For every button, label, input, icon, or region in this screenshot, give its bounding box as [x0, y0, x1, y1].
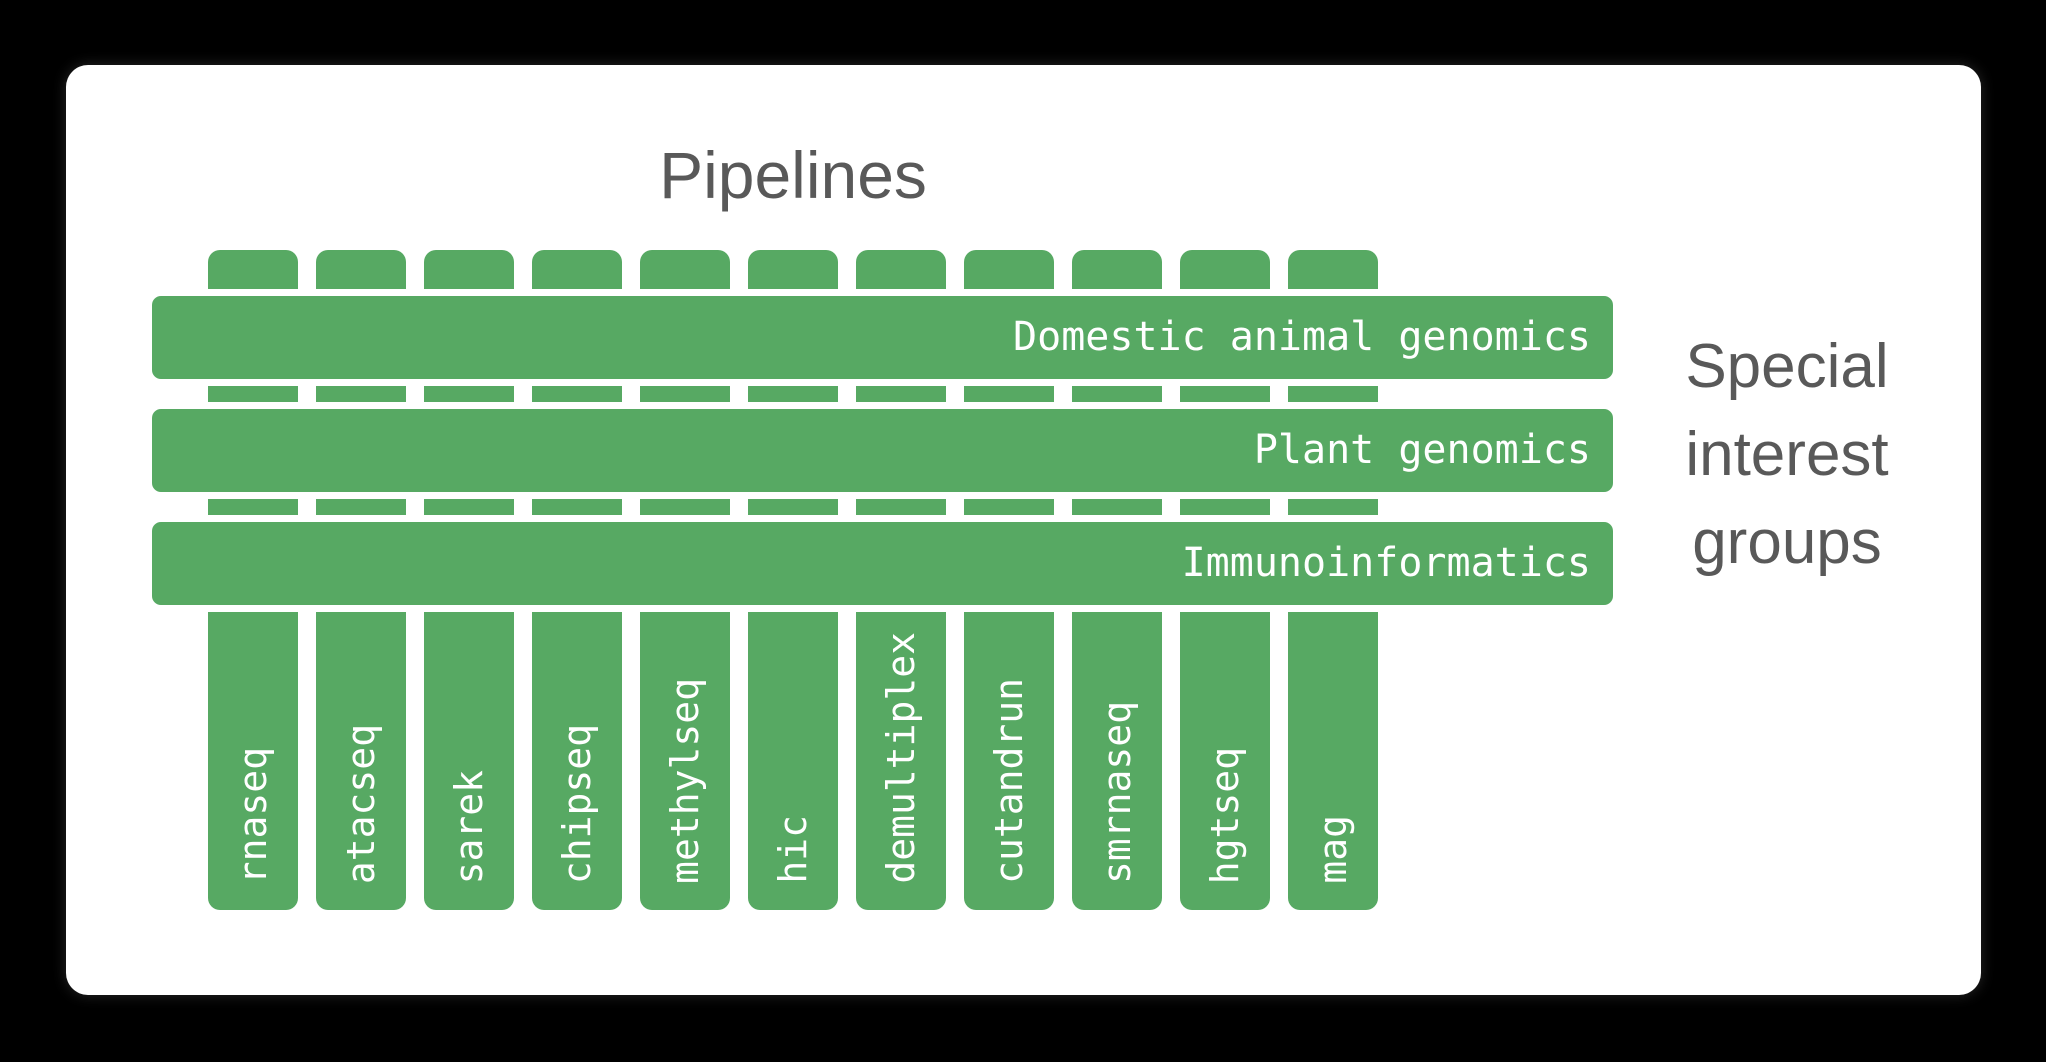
pipeline-column-label: demultiplex [879, 632, 923, 884]
pipeline-column-label: chipseq [555, 723, 599, 884]
sig-title-line-1: Special [1685, 332, 1889, 401]
sig-bar-immunoinformatics: Immunoinformatics [145, 515, 1620, 612]
pipeline-column-label: atacseq [339, 723, 383, 884]
sig-title-line-3: groups [1692, 508, 1882, 577]
pipeline-column-label: mag [1311, 815, 1355, 884]
pipelines-title: Pipelines [659, 138, 927, 212]
sig-title-line-2: interest [1685, 420, 1889, 489]
special-interest-groups-title: Special interest groups [1537, 323, 2037, 587]
sig-bar-label: Immunoinformatics [1181, 540, 1591, 586]
sig-bar-label: Domestic animal genomics [1013, 314, 1591, 360]
sig-bar-label: Plant genomics [1253, 427, 1591, 473]
pipeline-column-label: rnaseq [231, 746, 275, 884]
pipeline-column-label: sarek [447, 769, 491, 884]
pipeline-column-label: cutandrun [987, 678, 1031, 884]
pipeline-column-label: smrnaseq [1095, 700, 1139, 884]
sig-bar-plant-genomics: Plant genomics [145, 402, 1620, 499]
pipeline-column-label: methylseq [663, 678, 707, 884]
pipeline-column-label: hic [771, 815, 815, 884]
sig-bar-domestic-animal-genomics: Domestic animal genomics [145, 289, 1620, 386]
pipeline-column-label: hgtseq [1203, 746, 1247, 884]
diagram-card: Pipelines Special interest groups rnaseq… [66, 65, 1981, 995]
